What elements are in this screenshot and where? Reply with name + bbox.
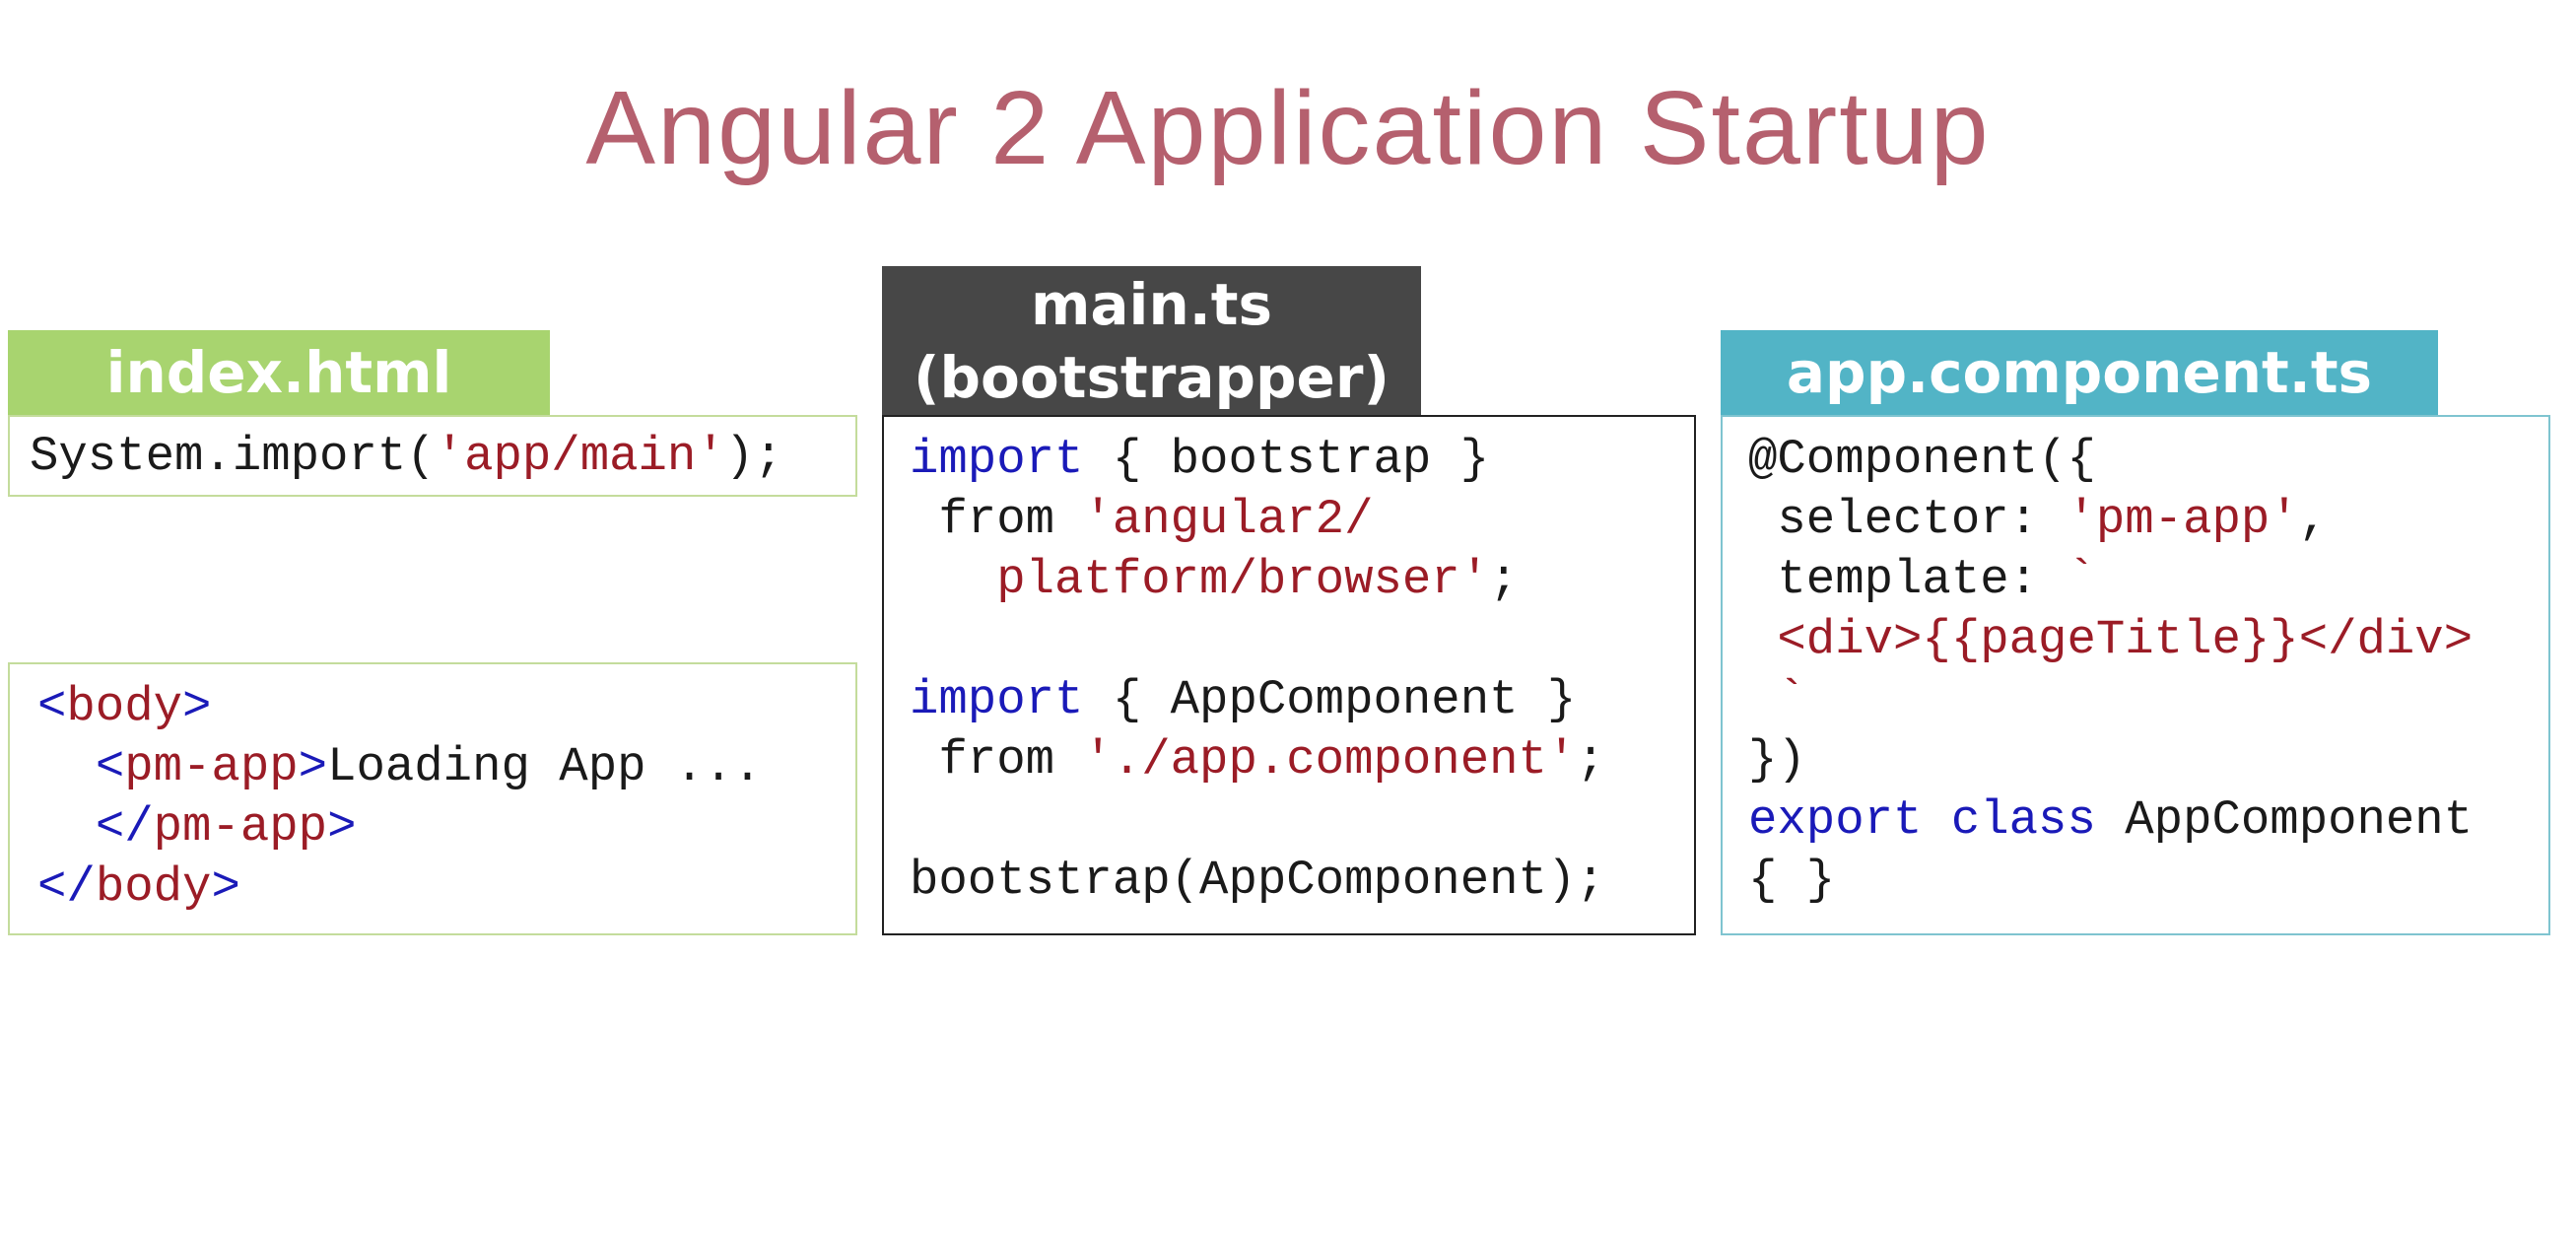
code-token: import [910,432,1084,487]
index-html-body-code: <body> <pm-app>Loading App ... </pm-app>… [8,662,857,935]
code-line: @Component({ [1748,430,2548,490]
code-token: < [37,679,67,734]
main-ts-code: import { bootstrap } from 'angular2/ pla… [882,415,1696,935]
code-token: > [182,679,212,734]
slide-title: Angular 2 Application Startup [585,70,1991,186]
code-token: { } [1748,853,1836,908]
code-token: from [910,492,1084,547]
code-token: <div>{{pageTitle}}</div> [1748,612,2474,667]
code-token [37,799,96,855]
code-line: </body> [37,857,855,918]
bootstrapper-label: (bootstrapper) [914,344,1390,411]
code-token: ); [724,429,783,484]
code-token: 'angular2/ [1083,492,1374,547]
code-token: { AppComponent } [1083,672,1577,727]
code-token: platform/browser' [996,552,1490,607]
code-token: body [95,859,212,915]
code-token: { bootstrap } [1083,432,1490,487]
code-token: body [66,679,183,734]
code-line: from 'angular2/ [910,490,1694,550]
main-ts-tab: main.ts (bootstrapper) [882,266,1421,415]
code-token: }) [1748,732,1806,788]
index-html-import-code: System.import('app/main'); [8,415,857,497]
code-line [910,790,1694,851]
app-component-tab: app.component.ts [1721,330,2438,415]
code-line: platform/browser'; [910,550,1694,610]
index-html-tab: index.html [8,330,550,415]
code-token: < [95,739,125,794]
code-token [910,552,996,607]
code-token: template: [1748,552,2068,607]
code-token: System.import( [30,429,436,484]
code-token: bootstrap(AppComponent); [910,853,1605,908]
code-line: <pm-app>Loading App ... [37,737,855,797]
code-token: > [298,739,328,794]
main-ts-label: main.ts [1030,271,1273,338]
app-component-label: app.component.ts [1786,339,2373,406]
code-line: ` [1748,670,2548,730]
code-line: }) [1748,730,2548,790]
code-token: selector: [1748,492,2068,547]
code-token: > [327,799,357,855]
code-line: <body> [37,677,855,737]
code-line: bootstrap(AppComponent); [910,851,1694,911]
code-token: AppComponent [2095,792,2474,848]
code-line: </pm-app> [37,797,855,857]
code-line: <div>{{pageTitle}}</div> [1748,610,2548,670]
code-token: > [211,859,240,915]
code-line: selector: 'pm-app', [1748,490,2548,550]
code-line [910,610,1694,670]
code-token: export class [1748,792,2096,848]
code-line: import { bootstrap } [910,430,1694,490]
code-token: 'pm-app' [2067,492,2299,547]
code-line: template: ` [1748,550,2548,610]
code-token: pm-app [153,799,328,855]
code-token: , [2298,492,2329,547]
code-line: from './app.component'; [910,730,1694,790]
code-line: { } [1748,851,2548,911]
code-token: @Component({ [1748,432,2096,487]
code-token: </ [95,799,154,855]
code-line: System.import('app/main'); [30,427,855,487]
code-token: from [910,732,1084,788]
code-token: import [910,672,1084,727]
code-token: Loading App ... [327,739,763,794]
code-line: import { AppComponent } [910,670,1694,730]
code-token: ; [1576,732,1605,788]
code-token: ` [1748,672,1806,727]
code-token: pm-app [124,739,299,794]
code-token: ; [1489,552,1519,607]
code-token: </ [37,859,96,915]
code-token: ` [2067,552,2096,607]
app-component-code: @Component({ selector: 'pm-app', templat… [1721,415,2550,935]
code-line: export class AppComponent [1748,790,2548,851]
code-token: './app.component' [1083,732,1577,788]
index-html-label: index.html [105,339,452,406]
code-token [37,739,96,794]
code-token: 'app/main' [435,429,725,484]
